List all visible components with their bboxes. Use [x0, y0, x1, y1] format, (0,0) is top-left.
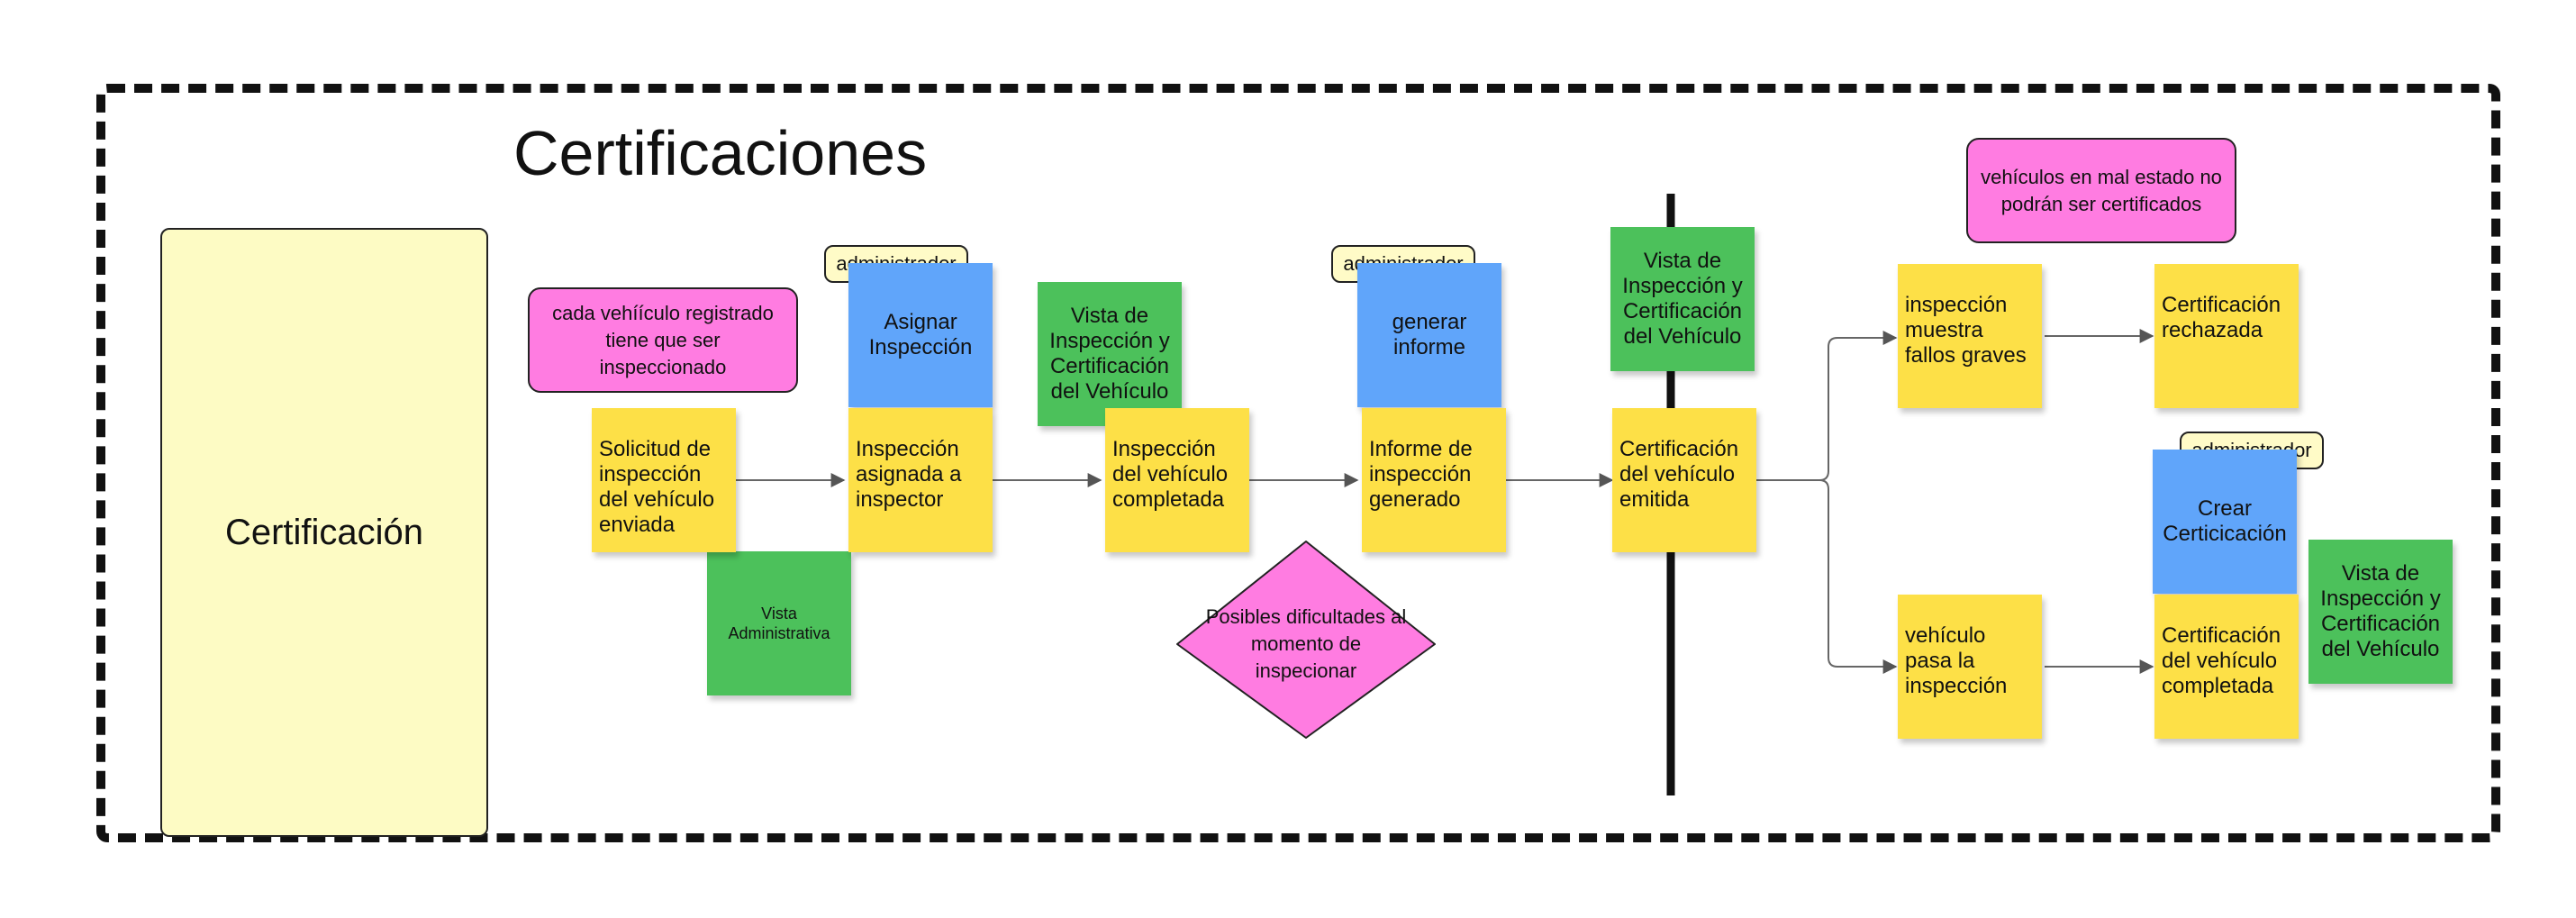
action-create-certification: Crear Certicicación — [2153, 450, 2297, 594]
sticky-certification-rejected: Certificación rechazada — [2154, 264, 2299, 408]
note-registered: cada vehíículo registrado tiene que ser … — [528, 287, 798, 393]
sticky-inspection-assigned: Inspección asignada a inspector — [848, 408, 993, 552]
view-inspection-certification-3: Vista de Inspección y Certificación del … — [2308, 540, 2453, 684]
view-administrative: Vista Administrativa — [707, 551, 851, 695]
diagram-title: Certificaciones — [513, 118, 928, 188]
sticky-vehicle-passes: vehículo pasa la inspección — [1898, 595, 2042, 739]
sticky-request-sent: Solicitud de inspección del vehículo env… — [592, 408, 736, 552]
difficulties-diamond — [1176, 541, 1436, 739]
view-inspection-certification-2: Vista de Inspección y Certificación del … — [1610, 227, 1755, 371]
section-frame — [96, 84, 2500, 842]
sticky-inspection-completed: Inspección del vehículo completada — [1105, 408, 1249, 552]
action-assign-inspection: Asignar Inspección — [848, 263, 993, 407]
sticky-serious-failures: inspección muestra fallos graves — [1898, 264, 2042, 408]
sticky-certification-issued: Certificación del vehículo emitida — [1612, 408, 1756, 552]
arrow-emitida-fallos — [1756, 331, 1898, 481]
note-bad-state: vehículos en mal estado no podrán ser ce… — [1966, 138, 2236, 243]
section-card: Certificación — [160, 228, 488, 837]
section-card-label: Certificación — [224, 512, 424, 552]
view-inspection-certification-1: Vista de Inspección y Certificación del … — [1038, 282, 1182, 426]
sticky-report-generated: Informe de inspección generado — [1362, 408, 1506, 552]
action-generate-report: generar informe — [1357, 263, 1501, 407]
difficulties-label: Posibles dificultades al momento de insp… — [1205, 605, 1407, 682]
sticky-certification-completed: Certificación del vehículo completada — [2154, 595, 2299, 739]
arrow-emitida-pasa — [1819, 479, 1898, 674]
